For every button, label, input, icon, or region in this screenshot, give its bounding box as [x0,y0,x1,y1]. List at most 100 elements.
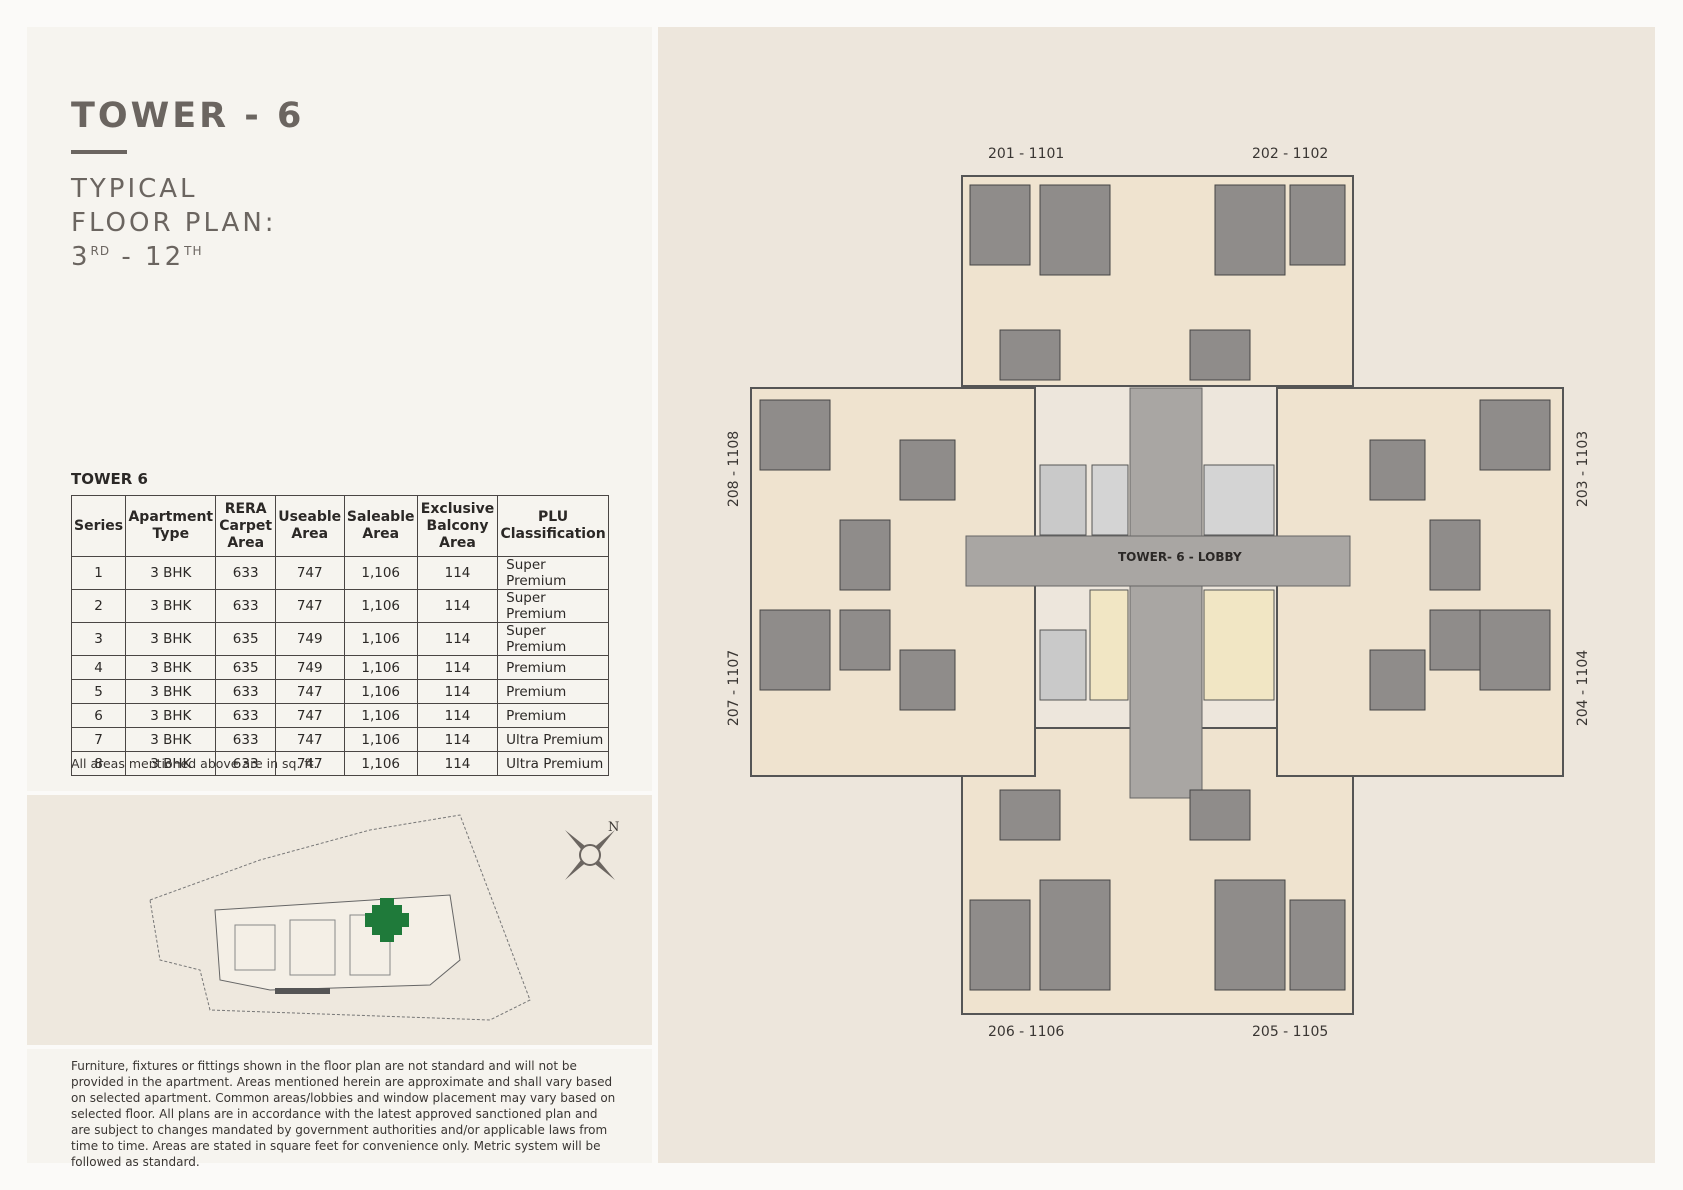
table-cell: 114 [416,589,499,623]
table-cell: 747 [274,751,345,776]
table-cell: Premium [497,679,609,704]
table-cell: 633 [215,751,276,776]
unit-label-204: 204 - 1104 [1575,649,1592,727]
table-cell: 114 [416,655,499,680]
table-note: All areas mentioned above are in sq. ft. [71,756,318,771]
table-cell: 747 [274,589,345,623]
table-cell: 633 [215,589,276,623]
column-header: Saleable Area [343,495,418,557]
table-cell: 3 BHK [125,655,217,680]
table-cell: 1,106 [343,703,418,728]
room-block [1189,329,1251,381]
unit-label-208: 208 - 1108 [726,430,743,508]
table-cell: 5 [70,679,127,704]
room-block [1039,184,1111,276]
room-block [1429,519,1481,591]
table-cell: 114 [416,751,499,776]
table-cell: Ultra Premium [497,751,609,776]
table-cell: 1,106 [343,655,418,680]
table-cell: 635 [215,655,276,680]
table-cell: 3 BHK [125,727,217,752]
room-block [1039,879,1111,991]
table-cell: 1,106 [343,622,418,656]
unit-label-207: 207 - 1107 [726,649,743,727]
table-cell: 7 [70,727,127,752]
room-block [899,649,956,711]
table-cell: Super Premium [497,556,609,590]
column-header: Useable Area [274,495,345,557]
disclaimer-text: Furniture, fixtures or fittings shown in… [71,1059,616,1169]
table-cell: Ultra Premium [497,727,609,752]
table-cell: 747 [274,679,345,704]
unit-label-201: 201 - 1101 [988,146,1065,162]
table-cell: 1,106 [343,679,418,704]
table-cell: 6 [70,703,127,728]
room-block [1369,439,1426,501]
table-cell: 635 [215,622,276,656]
table-cell: 3 BHK [125,679,217,704]
room-block [1214,879,1286,991]
room-block [1289,899,1346,991]
lobby-horizontal [965,535,1351,587]
table-cell: 114 [416,727,499,752]
stair-left [1089,589,1129,701]
table-cell: 1,106 [343,727,418,752]
column-header: Series [70,495,127,557]
table-cell: 633 [215,679,276,704]
table-cell: 747 [274,727,345,752]
title-rule [71,150,127,154]
room-block [759,609,831,691]
table-cell: Super Premium [497,622,609,656]
unit-label-203: 203 - 1103 [1575,430,1592,508]
table-cell: 749 [274,655,345,680]
table-cell: 2 [70,589,127,623]
table-cell: 4 [70,655,127,680]
compass-icon [565,830,615,880]
column-header: Apartment Type [125,495,217,557]
table-cell: Super Premium [497,589,609,623]
subtitle-line1: TYPICAL [71,174,198,204]
table-cell: 3 BHK [125,622,217,656]
room-block [999,789,1061,841]
lobby-vertical [1129,387,1203,799]
room-block [1479,609,1551,691]
subtitle-line2: FLOOR PLAN: [71,208,277,238]
unit-label-205: 205 - 1105 [1252,1024,1329,1040]
table-cell: 3 BHK [125,589,217,623]
room-block [999,329,1061,381]
stair-right [1203,589,1275,701]
page-title: TOWER - 6 [71,96,305,136]
room-block [1214,184,1286,276]
room-block [1479,399,1551,471]
room-block [1189,789,1251,841]
table-cell: 1,106 [343,589,418,623]
site-map [149,814,531,1021]
room-block [1429,609,1481,671]
table-cell: Premium [497,655,609,680]
unit-label-202: 202 - 1102 [1252,146,1329,162]
table-cell: 1 [70,556,127,590]
table-cell: 114 [416,622,499,656]
disclaimer-panel [27,1049,652,1163]
unit-label-206: 206 - 1106 [988,1024,1065,1040]
column-header: RERA Carpet Area [215,495,276,557]
table-cell: 114 [416,679,499,704]
table-cell: 114 [416,556,499,590]
column-header: Exclusive Balcony Area [416,495,499,557]
column-header: PLU Classification [497,495,609,557]
room-block [839,519,891,591]
room-block [969,184,1031,266]
lobby-label: TOWER- 6 - LOBBY [1118,550,1242,564]
table-cell: 1,106 [343,751,418,776]
room-block [899,439,956,501]
room-block [1289,184,1346,266]
table-cell: 3 BHK [125,703,217,728]
tower6-highlight [365,898,409,942]
